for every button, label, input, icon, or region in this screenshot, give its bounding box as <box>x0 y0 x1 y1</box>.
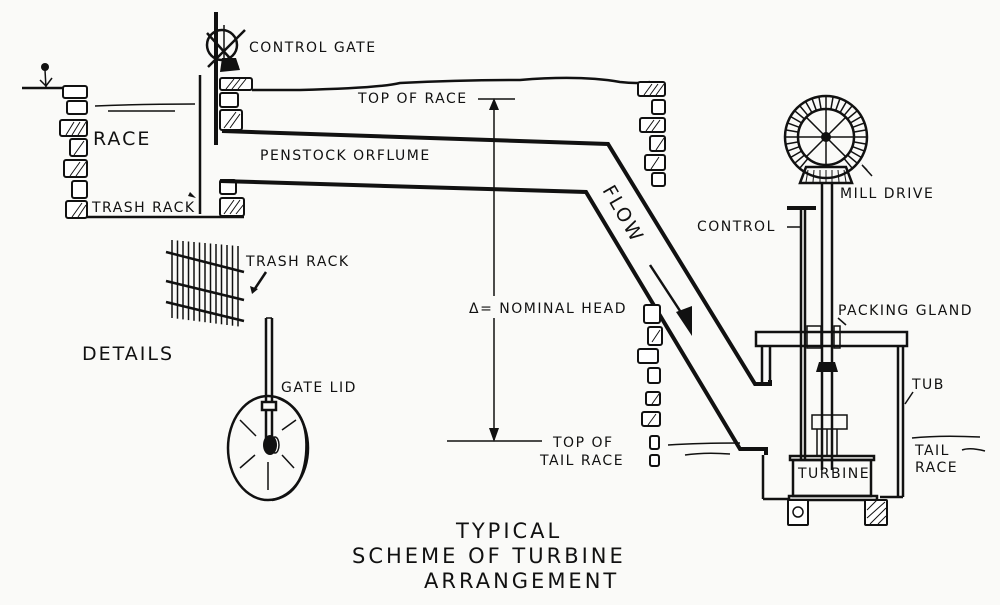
wheel-tooth <box>794 110 806 120</box>
tub-housing: PACKING GLAND TUB <box>754 303 973 501</box>
trash-rack-arrow-icon <box>188 192 196 198</box>
race-channel: RACE TRASH RACK <box>22 63 244 219</box>
coupling <box>816 362 838 372</box>
wheel-tooth <box>799 105 809 117</box>
race-label: RACE <box>93 128 151 150</box>
wheel-tooth <box>787 145 800 152</box>
arrow-down-icon <box>489 428 499 442</box>
wheel-tooth <box>839 101 848 114</box>
tail-race-right: TAIL RACE <box>911 435 986 476</box>
mill-drive: MILL DRIVE <box>783 94 934 470</box>
control-label: CONTROL <box>697 219 776 235</box>
wheel-tooth <box>794 154 806 164</box>
penstock-label: PENSTOCK ORFLUME <box>260 148 431 164</box>
control-gate: CONTROL GATE <box>205 12 377 145</box>
wheel-tooth <box>849 115 862 124</box>
plant-icon <box>39 63 53 89</box>
wheel-tooth <box>846 154 858 164</box>
turbine-foundation-left <box>787 499 809 526</box>
detail-gate-lid: GATE LID <box>226 317 357 502</box>
race-water-line <box>94 103 196 107</box>
tub-label: TUB <box>911 377 945 393</box>
bearing <box>811 414 848 430</box>
left-stone-wall <box>59 85 88 219</box>
flow-label: FLOW <box>598 182 648 247</box>
top-of-tail-race-label-1: TOP OF <box>552 435 614 451</box>
wheel-tooth <box>853 129 867 133</box>
mill-drive-label: MILL DRIVE <box>840 186 934 202</box>
tub-arrow-icon <box>904 391 914 405</box>
packing-gland <box>806 325 822 349</box>
wheel-tooth <box>790 115 803 124</box>
wheel-tooth <box>790 150 803 159</box>
control-gate-label: CONTROL GATE <box>249 40 377 56</box>
wheel-tooth <box>804 101 813 114</box>
detail-trash-rack-arrow-icon <box>252 271 268 291</box>
race-surface-line <box>252 76 651 92</box>
wheel-tooth <box>799 157 809 169</box>
wheel-tooth <box>787 122 800 129</box>
mill-drive-arrow-icon <box>861 164 873 177</box>
wheel-tooth <box>785 129 799 133</box>
gate-lid-disc <box>226 394 310 502</box>
wheel-tooth <box>843 105 853 117</box>
turbine-label: TURBINE <box>797 466 870 482</box>
details-label: DETAILS <box>82 343 174 365</box>
wheel-tooth <box>853 141 867 145</box>
detail-trash-rack-label: TRASH RACK <box>245 254 350 270</box>
wheel-tooth <box>818 96 822 110</box>
tail-water-line-left <box>667 442 741 446</box>
top-of-race-label: TOP OF RACE <box>357 91 468 107</box>
tail-label: TAIL <box>914 443 950 459</box>
wheel-tooth <box>849 150 862 159</box>
penstock-lower-wall <box>219 179 768 455</box>
wheel-tooth <box>834 98 841 111</box>
wheel-tooth <box>852 122 865 129</box>
wheel-tooth <box>830 96 834 110</box>
trash-rack-label: TRASH RACK <box>91 200 196 216</box>
diagram-title: TYPICAL SCHEME OF TURBINE ARRANGEMENT <box>352 519 626 593</box>
nominal-head-label: Δ= NOMINAL HEAD <box>469 301 627 317</box>
title-line-3: ARRANGEMENT <box>424 569 619 593</box>
top-of-tail-race-label-2: TAIL RACE <box>539 453 624 469</box>
detail-trash-rack: TRASH RACK <box>165 240 350 327</box>
gate-wheel-icon <box>205 28 239 62</box>
wheel-tooth <box>811 98 818 111</box>
nominal-head-dimension: Δ= NOMINAL HEAD TOP OF RACE TOP OF TAIL … <box>357 91 641 469</box>
title-line-2: SCHEME OF TURBINE <box>352 544 626 568</box>
race-right-label: RACE <box>915 460 958 476</box>
turbine: TURBINE <box>787 454 888 526</box>
wheel-tooth <box>846 110 858 120</box>
title-line-1: TYPICAL <box>455 519 562 543</box>
tail-water-line-right <box>911 435 981 439</box>
middle-stone-wall <box>637 81 666 467</box>
arrow-up-icon <box>489 98 499 110</box>
flow-arrow-icon <box>648 264 692 336</box>
gate-lid-label: GATE LID <box>281 380 357 396</box>
control-rod: CONTROL <box>697 206 816 460</box>
gate-stone-wall <box>219 77 253 217</box>
wheel-tooth <box>852 145 865 152</box>
wheel-tooth <box>843 157 853 169</box>
wheel-tooth <box>785 141 799 145</box>
packing-gland-label: PACKING GLAND <box>838 303 973 319</box>
